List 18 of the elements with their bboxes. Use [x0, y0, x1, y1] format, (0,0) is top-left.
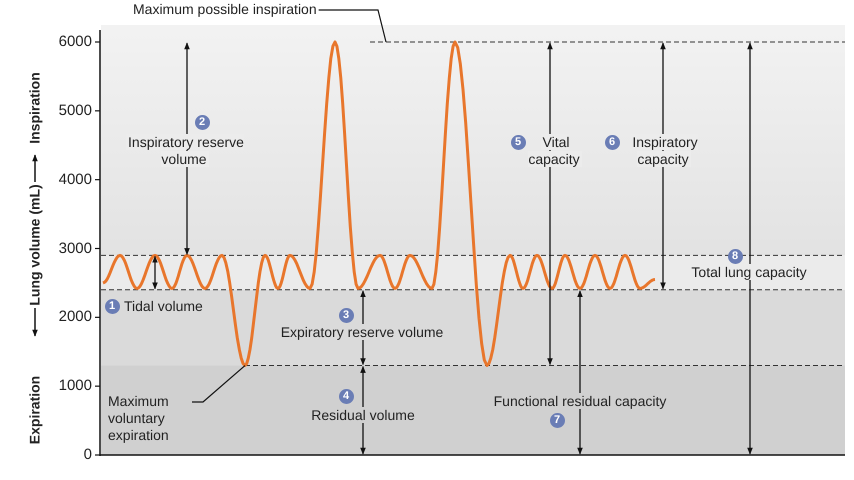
- leader-line: [192, 365, 246, 403]
- measure-label: Tidal volume: [123, 298, 204, 314]
- measure-label: Residual volume: [309, 407, 417, 423]
- measure-label: Expiratory reserve volume: [278, 324, 446, 340]
- measure-label: Functional residual capacity: [492, 393, 668, 409]
- leader-line: [318, 9, 387, 42]
- tick-label: 4000: [58, 170, 92, 188]
- tick-label: 1000: [58, 377, 92, 394]
- tick-label: 6000: [58, 33, 92, 50]
- axis-title: Lung volume (mL): [26, 184, 44, 306]
- tick-label: 2000: [58, 308, 92, 326]
- tick-label: 0: [84, 446, 92, 463]
- axis-title: Inspiration: [26, 72, 44, 144]
- callout-text: Maximum possible inspiration: [133, 1, 317, 18]
- axis-title: Expiration: [26, 376, 44, 444]
- tick-label: 3000: [58, 240, 92, 256]
- measure-label: Total lung capacity: [689, 264, 809, 280]
- tick-label: 5000: [58, 102, 92, 119]
